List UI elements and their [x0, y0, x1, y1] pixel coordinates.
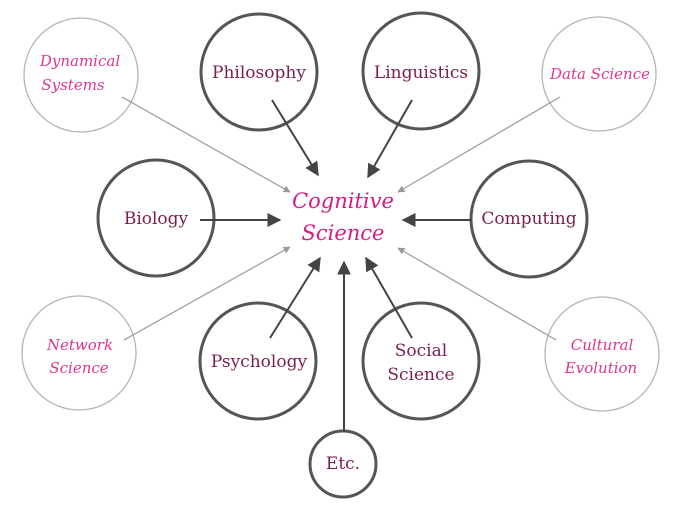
linguistics-arrow: [367, 99, 413, 179]
cultural-evolution-label-line1: Cultural: [571, 336, 634, 354]
dynamical-systems-node: [23, 17, 139, 133]
network-science-label-line1: Network: [46, 336, 113, 354]
psychology-label: Psychology: [211, 352, 308, 372]
social-science-arrow: [365, 256, 413, 339]
data-science-node: [541, 16, 657, 132]
data-science-arrow: [397, 96, 561, 193]
network-science-arrow: [123, 246, 291, 341]
social-science-label-line1: Social: [395, 341, 447, 361]
biology-label: Biology: [124, 209, 189, 229]
center-title-line2: Science: [301, 221, 384, 245]
etc-label: Etc.: [326, 454, 360, 474]
linguistics-node: [361, 11, 481, 131]
psychology-node: [198, 301, 318, 421]
cultural-evolution-label-line2: Evolution: [564, 359, 637, 377]
computing-label: Computing: [481, 209, 576, 229]
biology-node: [96, 158, 216, 278]
philosophy-label: Philosophy: [212, 63, 306, 83]
cultural-evolution-arrow: [397, 247, 557, 341]
dynamical-systems-arrow: [121, 96, 291, 193]
social-science-node: [361, 301, 481, 421]
dynamical-systems-label-line2: Systems: [41, 76, 105, 94]
linguistics-label: Linguistics: [374, 63, 468, 83]
philosophy-arrow: [271, 99, 319, 177]
psychology-arrow: [269, 256, 321, 339]
center-title-line1: Cognitive: [292, 189, 394, 213]
cultural-evolution-node: [544, 296, 660, 412]
network-science-label-line2: Science: [49, 359, 108, 377]
social-science-label-line2: Science: [387, 365, 454, 385]
philosophy-node: [199, 12, 319, 132]
network-science-node: [21, 295, 137, 411]
dynamical-systems-label-line1: Dynamical: [39, 52, 120, 70]
data-science-label: Data Science: [549, 65, 650, 83]
